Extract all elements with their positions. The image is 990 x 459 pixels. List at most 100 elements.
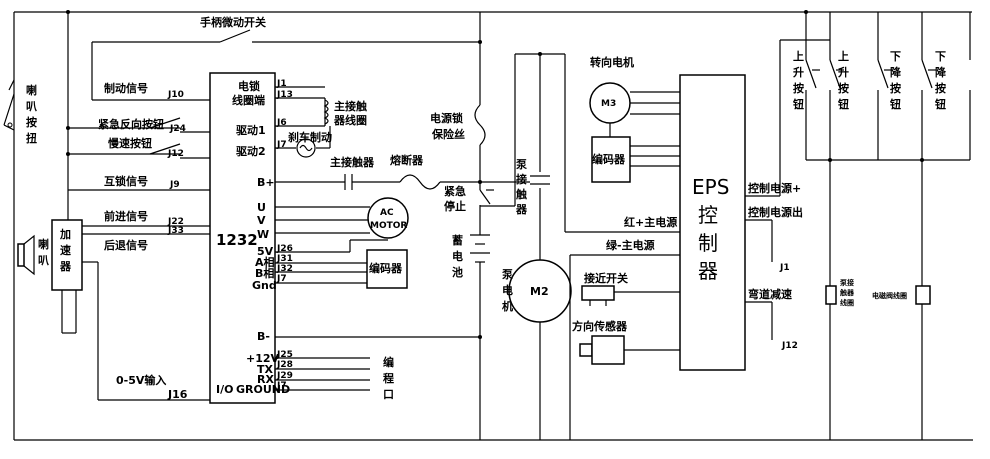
svg-text:器: 器 xyxy=(515,203,528,216)
horn-label: 喇 叭 xyxy=(38,237,49,267)
svg-text:钮: 钮 xyxy=(935,97,946,111)
encoder2-label: 编码器 xyxy=(592,152,626,166)
svg-text:编: 编 xyxy=(383,355,394,369)
dir-sensor-icon xyxy=(579,335,680,365)
pin-j26: J26 xyxy=(276,244,293,254)
input-05v-label: 0-5V输入 xyxy=(116,373,166,387)
up-button-1-label: 上 升 按 钮 xyxy=(793,49,804,111)
eps-controller-box xyxy=(679,74,746,371)
svg-text:钮: 钮 xyxy=(890,97,901,111)
svg-text:降: 降 xyxy=(935,65,947,79)
pump-motor-label: 泵 电 机 xyxy=(502,268,513,313)
svg-text:按: 按 xyxy=(26,115,37,129)
up-button-2-label: 上 升 按 钮 xyxy=(838,49,849,111)
controller-1232-box xyxy=(209,72,276,404)
power-column-wires xyxy=(478,12,680,440)
main-coil-label-1: 主接触 xyxy=(334,99,367,113)
pin-j6: J6 xyxy=(276,118,287,128)
lock-coil-label-1: 电锁 xyxy=(238,79,260,93)
rx-label: RX xyxy=(257,373,274,386)
u-label: U xyxy=(257,201,266,214)
right-button-wires xyxy=(780,10,971,440)
lock-coil-label-2: 线圈端 xyxy=(232,93,265,107)
eps-j12-label: J12 xyxy=(781,341,798,351)
forward-signal-label: 前进信号 xyxy=(104,209,148,223)
main-contactor-coil-icon xyxy=(323,99,329,125)
ac-motor-circle xyxy=(367,197,409,239)
bminus-label: B- xyxy=(257,330,270,343)
svg-text:扭: 扭 xyxy=(26,131,37,145)
io-label: I/O xyxy=(216,383,233,396)
svg-text:叭: 叭 xyxy=(38,254,49,267)
pin-j32: J32 xyxy=(276,264,293,274)
12v-label: +12V xyxy=(246,352,280,365)
main-contactor-contact xyxy=(344,174,400,190)
ctrl-power-plus-label: 控制电源+ xyxy=(748,181,801,195)
drive1-label: 驱动1 xyxy=(236,123,266,137)
valve-coil-box xyxy=(915,285,931,305)
svg-text:器: 器 xyxy=(59,260,72,273)
drive2-label: 驱动2 xyxy=(236,144,266,158)
svg-text:机: 机 xyxy=(502,299,513,313)
down-button-1-switch xyxy=(877,59,892,89)
valve-coil-label: 电磁阀线圈 xyxy=(872,291,907,300)
pump-motor-circle xyxy=(508,259,572,323)
phase-a-label: A相 xyxy=(255,255,275,269)
handle-switch-label: 手柄微动开关 xyxy=(200,15,266,29)
svg-text:泵: 泵 xyxy=(516,158,527,171)
lock-fuse-label-2: 保险丝 xyxy=(431,127,465,141)
interlock-label: 互锁信号 xyxy=(104,174,148,188)
brake-coil-icon xyxy=(296,138,316,158)
reverse-signal-label: 后退信号 xyxy=(104,238,148,252)
svg-text:下: 下 xyxy=(935,50,946,63)
main-contactor-label: 主接触器 xyxy=(330,155,375,169)
horn-button-switch xyxy=(3,79,15,131)
controller-model: 1232 xyxy=(216,231,258,249)
programming-port-label: 编 程 口 xyxy=(383,355,394,401)
pin-j7c: J7 xyxy=(276,381,287,391)
ac-motor-label-1: AC xyxy=(380,208,394,218)
encoder-box xyxy=(366,249,408,289)
up-button-2-switch xyxy=(829,59,844,89)
svg-text:EPS: EPS xyxy=(692,175,729,199)
svg-text:控: 控 xyxy=(698,203,718,227)
slow-button-label: 慢速按钮 xyxy=(108,136,152,150)
curve-decel-label: 弯道减速 xyxy=(748,287,792,301)
emergency-stop-switch xyxy=(479,189,494,205)
j10-label: J10 xyxy=(167,90,184,100)
svg-text:喇: 喇 xyxy=(26,83,37,97)
svg-text:上: 上 xyxy=(793,49,804,63)
v-label: V xyxy=(257,214,266,227)
5v-label: 5V xyxy=(257,245,274,258)
w-label: W xyxy=(257,228,269,241)
left-signal-wires xyxy=(91,42,210,159)
gnd-label: Gnd xyxy=(252,279,277,292)
accelerator-box xyxy=(51,219,83,291)
bplus-label: B+ xyxy=(257,176,275,189)
tx-label: TX xyxy=(257,363,274,376)
svg-text:程: 程 xyxy=(383,371,394,385)
svg-text:钮: 钮 xyxy=(793,97,804,111)
down-button-2-label: 下 降 按 钮 xyxy=(935,50,947,111)
pump-coil-box xyxy=(825,285,837,305)
svg-text:线圈: 线圈 xyxy=(840,298,854,307)
j24-label: J24 xyxy=(169,124,186,134)
svg-text:加: 加 xyxy=(59,227,71,241)
svg-text:口: 口 xyxy=(383,388,394,401)
svg-text:降: 降 xyxy=(890,65,902,79)
svg-text:电: 电 xyxy=(502,283,513,297)
phase-b-label: B相 xyxy=(255,266,274,280)
pin-j31: J31 xyxy=(276,254,293,264)
svg-text:下: 下 xyxy=(890,50,901,63)
svg-text:上: 上 xyxy=(838,49,849,63)
svg-text:按: 按 xyxy=(935,81,946,95)
svg-text:泵: 泵 xyxy=(502,268,513,281)
emergency-reverse-label: 紧急反向按钮 xyxy=(98,117,164,131)
accelerator-label: 加 速 器 xyxy=(59,227,72,273)
svg-text:电: 电 xyxy=(452,249,463,263)
red-main-label: 红+主电源 xyxy=(624,215,677,229)
accelerator-wires xyxy=(61,190,210,401)
svg-text:制: 制 xyxy=(698,231,718,255)
up-button-1-switch xyxy=(805,59,820,89)
pump-contactor-contact xyxy=(530,175,550,185)
